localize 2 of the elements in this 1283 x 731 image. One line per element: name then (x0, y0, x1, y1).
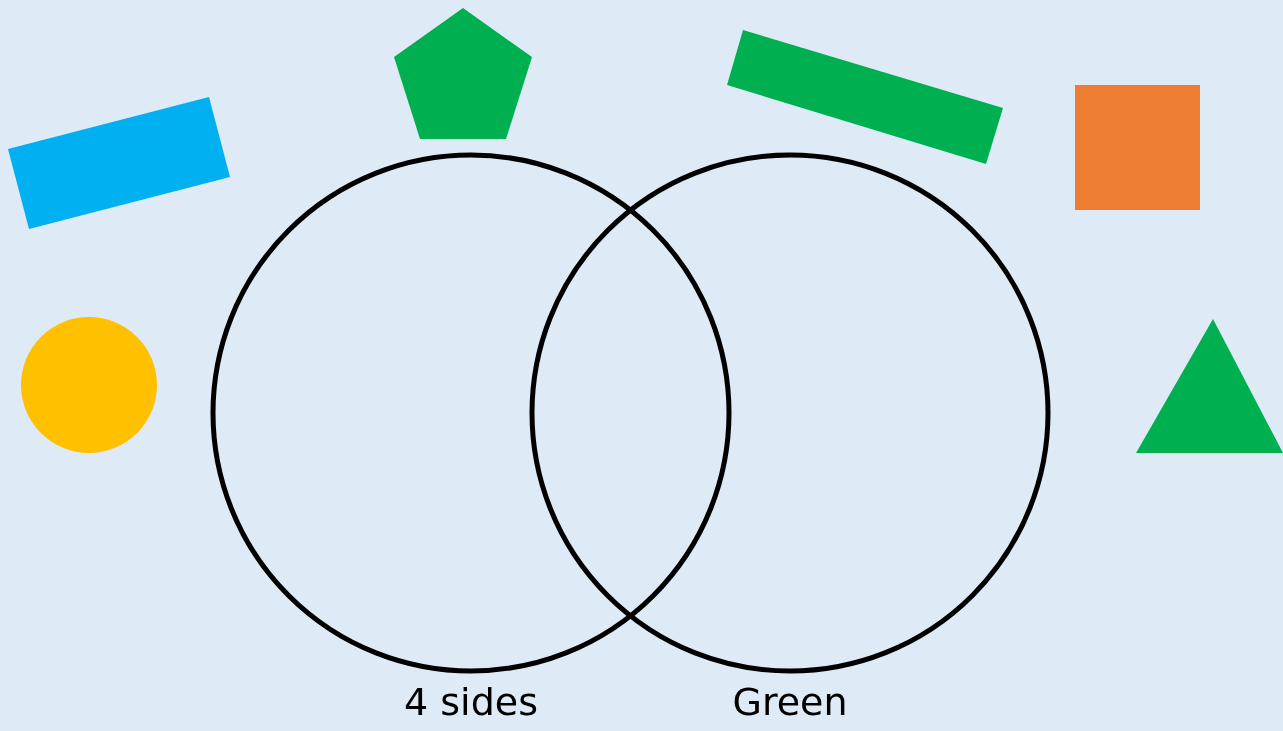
set-label: 4 sides (404, 679, 538, 726)
set-label: Green (732, 679, 848, 726)
